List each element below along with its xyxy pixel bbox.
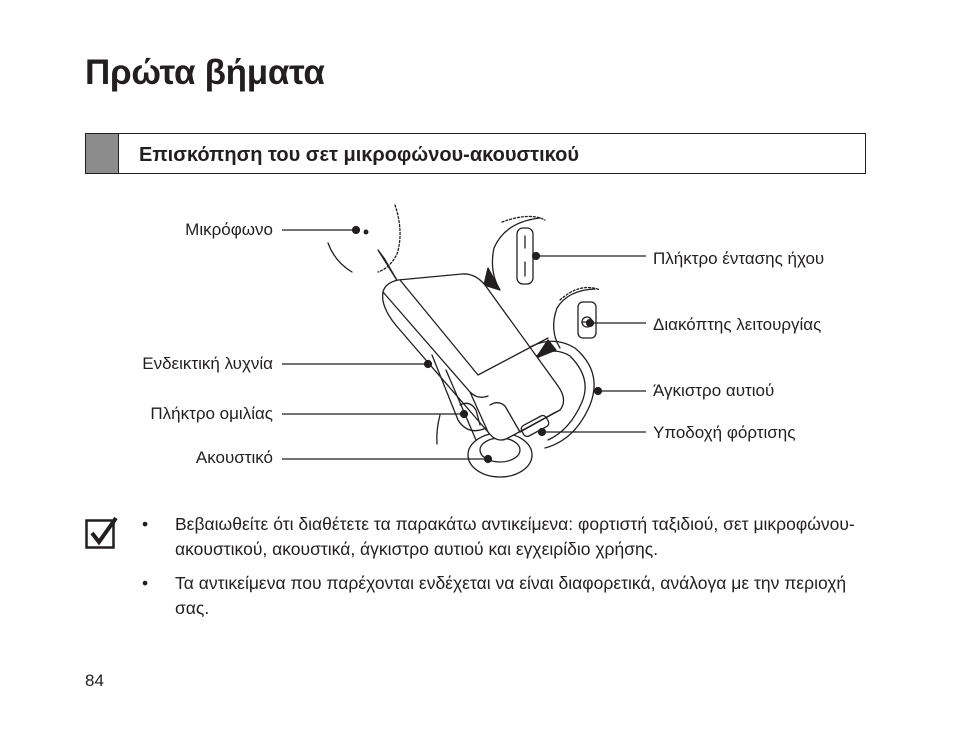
section-header: Επισκόπηση του σετ μικροφώνου-ακουστικού — [85, 133, 866, 174]
bullet: • — [142, 514, 149, 534]
note-item: • Βεβαιωθείτε ότι διαθέτετε τα παρακάτω … — [140, 512, 860, 562]
note-text: Τα αντικείμενα που παρέχονται ενδέχεται … — [175, 573, 847, 618]
notes-list: • Βεβαιωθείτε ότι διαθέτετε τα παρακάτω … — [140, 512, 860, 630]
note-text: Βεβαιωθείτε ότι διαθέτετε τα παρακάτω αν… — [175, 514, 855, 559]
label-microphone: Μικρόφωνο — [185, 220, 273, 239]
label-volume-key: Πλήκτρο έντασης ήχου — [653, 249, 825, 268]
label-earpiece: Ακουστικό — [195, 448, 273, 467]
ear-hook-icon — [511, 340, 595, 449]
note-item: • Τα αντικείμενα που παρέχονται ενδέχετα… — [140, 571, 860, 621]
label-charging-jack: Υποδοχή φόρτισης — [653, 423, 796, 442]
section-marker — [86, 134, 119, 173]
section-heading: Επισκόπηση του σετ μικροφώνου-ακουστικού — [139, 144, 579, 166]
label-ear-hook: Άγκιστρο αυτιού — [653, 381, 775, 400]
earpiece-icon — [436, 414, 533, 478]
volume-key-detail-icon — [483, 215, 546, 291]
microphone-detail-icon — [327, 204, 401, 283]
page-title: Πρώτα βήματα — [85, 53, 325, 92]
label-talk-key: Πλήκτρο ομιλίας — [150, 404, 273, 423]
page-number: 84 — [85, 671, 104, 690]
label-indicator-light: Ενδεικτική λυχνία — [142, 354, 273, 373]
label-power-switch: Διακόπτης λειτουργίας — [653, 315, 822, 334]
headset-body-icon — [381, 273, 565, 441]
checkbox-note-icon — [85, 516, 118, 549]
bullet: • — [142, 573, 149, 593]
power-switch-detail-icon — [535, 286, 601, 359]
